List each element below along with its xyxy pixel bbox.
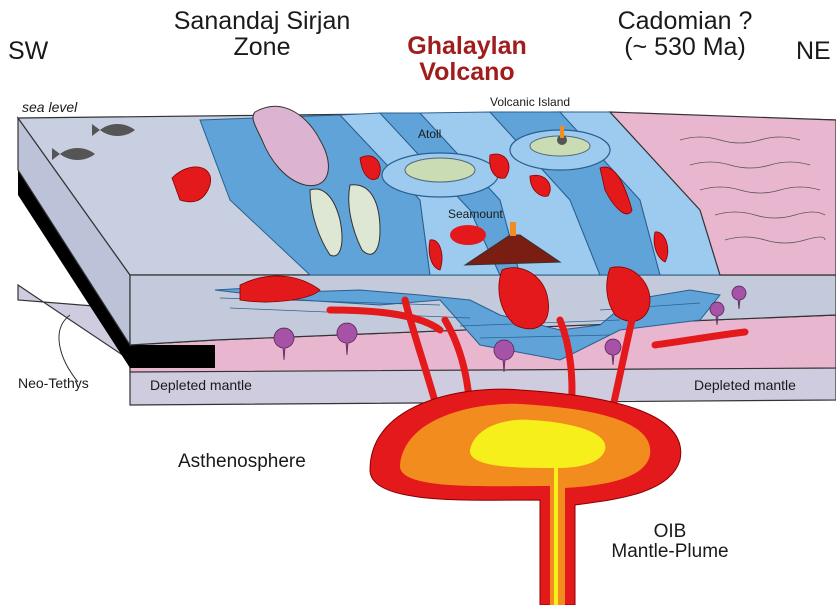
label-sea-level: sea level xyxy=(22,100,77,115)
atoll-1-lagoon xyxy=(405,158,475,182)
label-volcanic-island: Volcanic Island xyxy=(490,96,570,109)
label-depleted-mantle-right: Depleted mantle xyxy=(694,378,796,393)
label-asthenosphere: Asthenosphere xyxy=(178,452,306,472)
label-ghalaylan-line2: Volcano xyxy=(382,59,552,85)
label-depleted-mantle-left: Depleted mantle xyxy=(150,378,252,393)
seamount-pillow xyxy=(450,225,486,245)
label-sanandaj: Sanandaj Sirjan Zone xyxy=(167,8,357,61)
label-sw: SW xyxy=(8,38,48,64)
label-ghalaylan: Ghalaylan Volcano xyxy=(382,33,552,86)
label-oib-line2: Mantle-Plume xyxy=(580,542,760,562)
label-neo-tethys: Neo-Tethys xyxy=(18,376,89,391)
label-ne: NE xyxy=(796,38,831,64)
label-atoll: Atoll xyxy=(418,128,441,141)
plume-head-core xyxy=(470,420,605,605)
seamount-vent xyxy=(510,222,516,236)
label-oib-line1: OIB xyxy=(580,522,760,542)
label-sanandaj-line1: Sanandaj Sirjan xyxy=(167,8,357,34)
label-seamount: Seamount xyxy=(448,208,503,221)
label-sanandaj-line2: Zone xyxy=(167,34,357,60)
label-cadomian: Cadomian ? (~ 530 Ma) xyxy=(590,8,780,61)
label-ghalaylan-line1: Ghalaylan xyxy=(382,33,552,59)
neo-tethys-pointer xyxy=(59,315,78,382)
label-oib-plume: OIB Mantle-Plume xyxy=(580,522,760,562)
volcanic-island-plume xyxy=(560,126,564,138)
label-cadomian-line1: Cadomian ? xyxy=(590,8,780,34)
label-cadomian-line2: (~ 530 Ma) xyxy=(590,34,780,60)
